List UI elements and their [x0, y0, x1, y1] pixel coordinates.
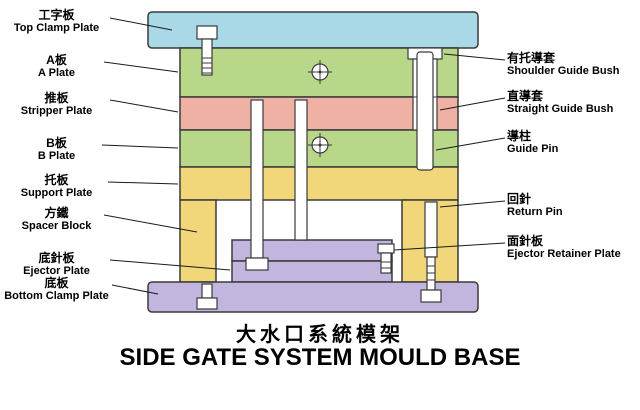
ejector-pin-head [245, 257, 269, 271]
label-zh: 底針板 [38, 251, 75, 265]
label-en: Ejector Retainer Plate [507, 248, 621, 260]
label-shoulder-guide-bush: 有托導套 Shoulder Guide Bush [507, 51, 640, 78]
label-en: A Plate [38, 67, 75, 79]
label-a-plate: A板 A Plate [0, 53, 113, 80]
figure-title-chinese: 大水口系統模架 [236, 324, 404, 346]
label-zh: 托板 [44, 173, 69, 187]
label-b-plate: B板 B Plate [0, 136, 113, 163]
return-pin [420, 201, 442, 303]
guide-pin [416, 51, 434, 171]
label-zh: 推板 [44, 91, 69, 105]
label-en: Ejector Plate [23, 265, 90, 277]
bottom-clamp-plate [147, 281, 479, 313]
label-zh: 工字板 [38, 8, 75, 22]
label-stripper-plate: 推板 Stripper Plate [0, 91, 113, 118]
cap-screw-top [196, 25, 218, 76]
label-top-clamp-plate: 工字板 Top Clamp Plate [0, 8, 113, 35]
label-en: Straight Guide Bush [507, 103, 614, 115]
figure-title-english: SIDE GATE SYSTEM MOULD BASE [119, 344, 521, 371]
label-support-plate: 托板 Support Plate [0, 173, 113, 200]
label-zh: 直導套 [507, 89, 544, 103]
label-zh: 導柱 [507, 129, 532, 143]
label-spacer-block: 方鐵 Spacer Block [0, 206, 113, 233]
label-en: Shoulder Guide Bush [507, 65, 620, 77]
ejector-pin-left [250, 99, 264, 259]
label-return-pin: 回針 Return Pin [507, 192, 640, 219]
support-plate [179, 166, 459, 201]
label-zh: 有托導套 [507, 51, 556, 65]
spacer-block-left [179, 199, 217, 283]
label-zh: 底板 [44, 276, 69, 290]
label-zh: A板 [46, 53, 67, 67]
label-bottom-clamp-plate: 底板 Bottom Clamp Plate [0, 276, 113, 303]
label-en: Guide Pin [507, 143, 559, 155]
label-en: Top Clamp Plate [13, 22, 100, 34]
label-zh: 面針板 [507, 234, 544, 248]
label-en: B Plate [37, 150, 76, 162]
stripper-plate [179, 96, 459, 131]
label-zh: B板 [46, 136, 67, 150]
label-zh: 回針 [507, 192, 532, 206]
ejector-pin-right [294, 99, 308, 241]
label-en: Stripper Plate [20, 105, 93, 117]
label-ejector-plate: 底針板 Ejector Plate [0, 251, 113, 278]
cap-screw-bottom [196, 283, 218, 310]
label-en: Return Pin [507, 206, 563, 218]
label-en: Spacer Block [21, 220, 92, 232]
label-en: Bottom Clamp Plate [4, 290, 109, 302]
label-zh: 方鐵 [44, 206, 69, 220]
label-straight-guide-bush: 直導套 Straight Guide Bush [507, 89, 640, 116]
leader-lines [101, 17, 506, 295]
label-ejector-retainer-plate: 面針板 Ejector Retainer Plate [507, 234, 640, 261]
label-en: Support Plate [20, 187, 93, 199]
screw-symbol-lower [308, 133, 332, 157]
retainer-screw [377, 243, 395, 274]
label-guide-pin: 導柱 Guide Pin [507, 129, 640, 156]
screw-symbol-upper [308, 60, 332, 84]
